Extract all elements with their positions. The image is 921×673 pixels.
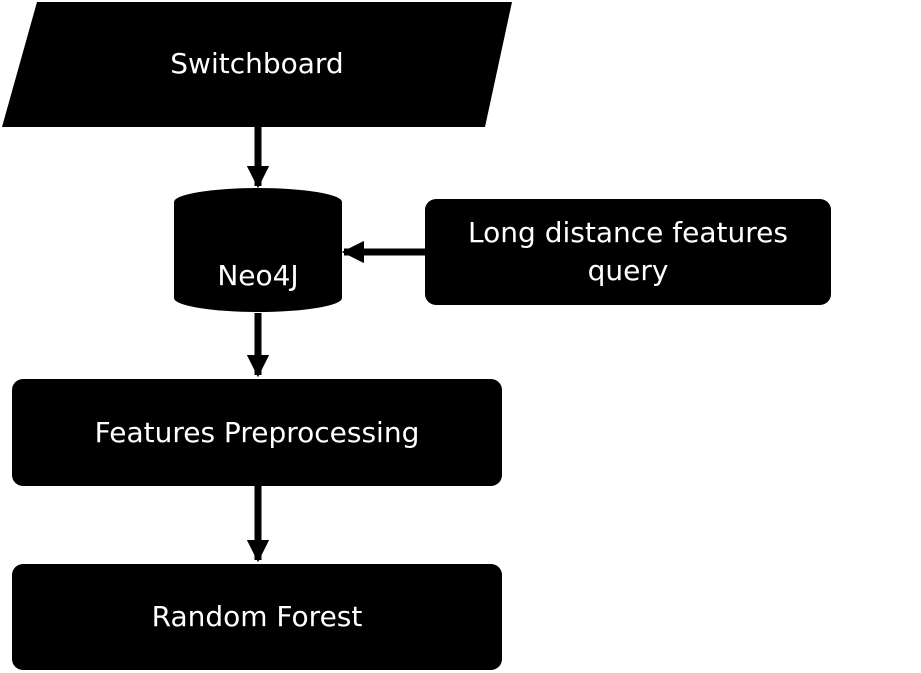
preprocessing-label: Features Preprocessing xyxy=(95,416,420,449)
random-forest-shape xyxy=(12,564,502,670)
neo4j-label: Neo4J xyxy=(217,259,298,292)
node-long-distance-features-query: Long distance features query xyxy=(425,199,831,305)
random-forest-label: Random Forest xyxy=(152,600,363,633)
long-distance-label-line1: Long distance features xyxy=(468,216,788,249)
long-distance-label-line2: query xyxy=(588,254,669,287)
switchboard-label: Switchboard xyxy=(170,47,343,80)
node-random-forest: Random Forest xyxy=(12,564,502,670)
node-switchboard: Switchboard xyxy=(2,2,512,127)
preprocessing-shape xyxy=(12,379,502,486)
node-features-preprocessing: Features Preprocessing xyxy=(12,379,502,486)
neo4j-cylinder-shape xyxy=(174,188,342,312)
long-distance-shape xyxy=(425,199,831,305)
node-neo4j: Neo4J xyxy=(174,188,342,312)
switchboard-shape xyxy=(2,2,512,127)
